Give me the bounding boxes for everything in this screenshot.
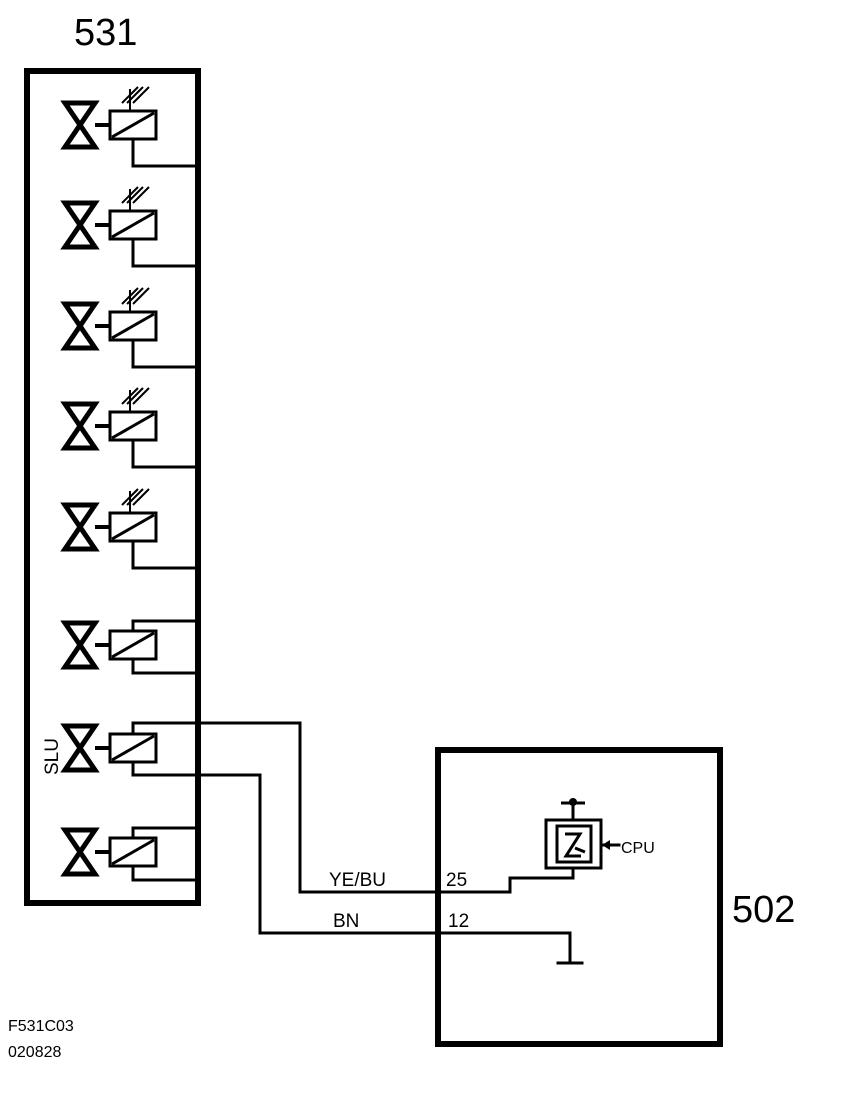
solenoid-valve — [60, 488, 198, 570]
signal-wire-color: YE/BU — [329, 870, 386, 891]
solenoid-valve — [60, 619, 198, 675]
cpu-arrow-icon — [602, 840, 610, 850]
ground-wire-pin: 12 — [448, 911, 469, 932]
control-module-frame — [435, 747, 723, 1047]
solenoid-valve — [60, 287, 198, 369]
cpu-label: CPU — [621, 840, 655, 857]
figure-date: 020828 — [8, 1044, 61, 1061]
component-531-label: 531 — [74, 12, 137, 54]
solenoid-valve — [60, 721, 198, 777]
transistor-driver — [544, 798, 603, 870]
ground-wire-color: BN — [333, 911, 359, 932]
slu-label: SLU — [42, 738, 63, 775]
solenoid-valve — [60, 186, 198, 268]
solenoid-valve — [60, 826, 198, 882]
figure-code: F531C03 — [8, 1018, 74, 1035]
signal-wire — [196, 721, 575, 894]
valve-list — [60, 86, 198, 882]
solenoid-valve — [60, 86, 198, 168]
ground-wire — [196, 773, 572, 964]
valve-block-frame — [24, 68, 201, 906]
solenoid-valve — [60, 387, 198, 469]
signal-wire-pin: 25 — [446, 870, 467, 891]
component-502-label: 502 — [732, 889, 795, 931]
